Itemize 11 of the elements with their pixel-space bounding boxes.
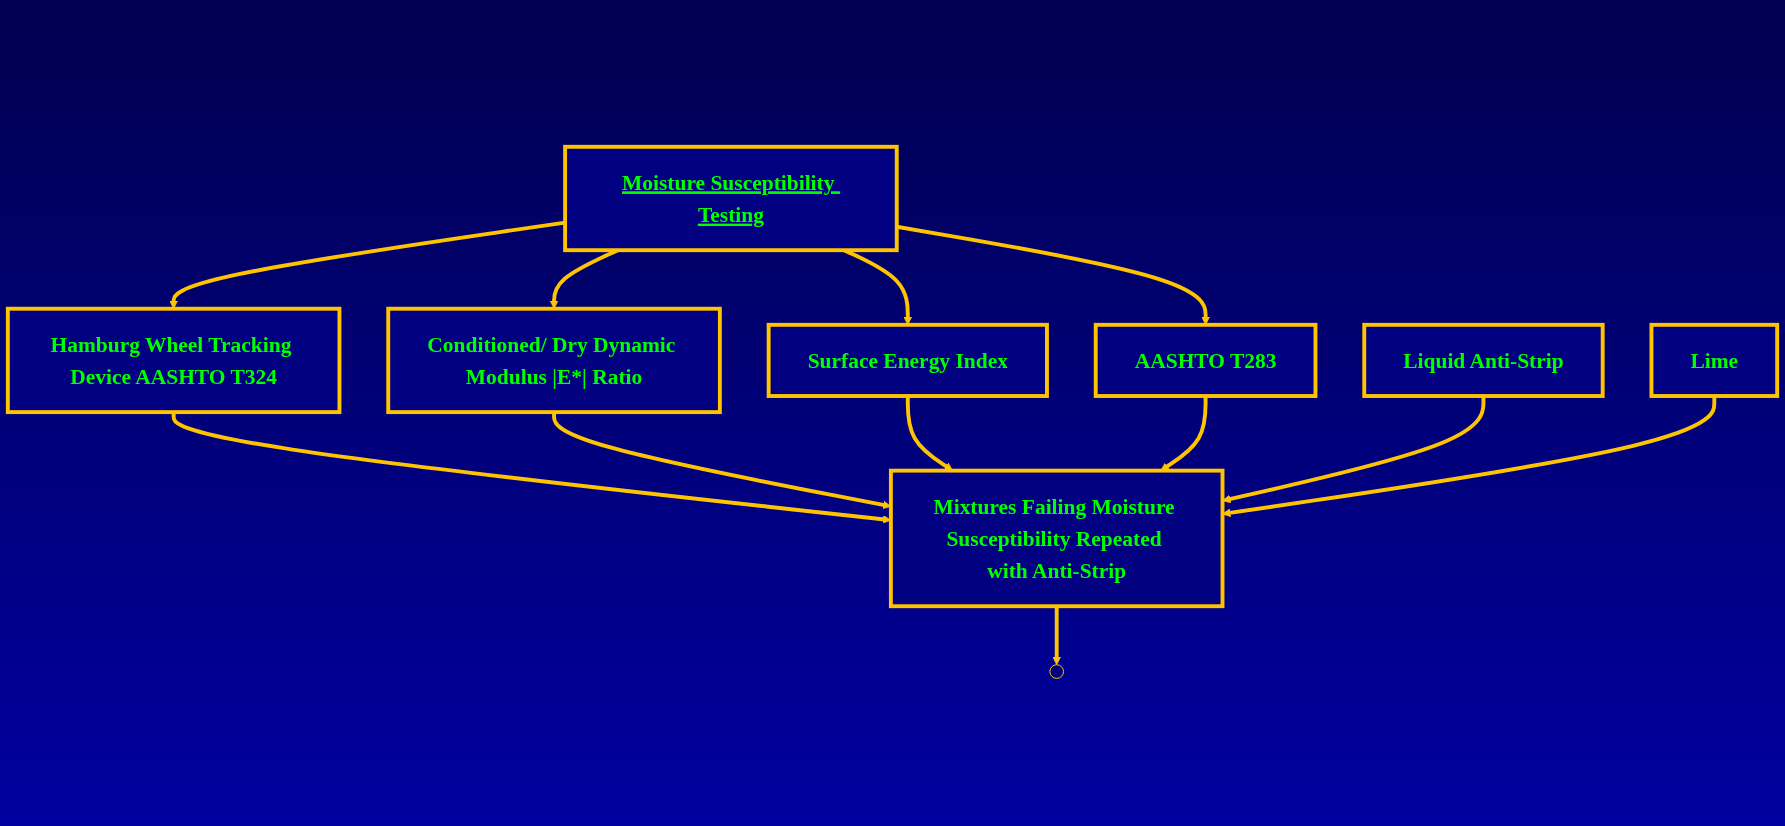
node-box: Liquid Anti-Strip [1362,323,1605,399]
node-box: Hamburg Wheel Tracking Device AASHTO T324 [5,307,342,415]
node-box: AASHTO T283 [1093,323,1318,399]
node-box: Moisture Susceptibility Testing [563,145,899,253]
arrow [1160,396,1208,472]
node-box: Surface Energy Index [766,323,1049,399]
arrow [1052,606,1061,666]
node-box: Lime [1649,323,1780,399]
node-box: Conditioned/ Dry Dynamic Modulus |E*| Ratio [386,307,722,415]
node-box: Mixtures Failing Moisture Susceptibility Repeated with Anti-Strip [888,469,1225,609]
arrow [905,396,954,472]
